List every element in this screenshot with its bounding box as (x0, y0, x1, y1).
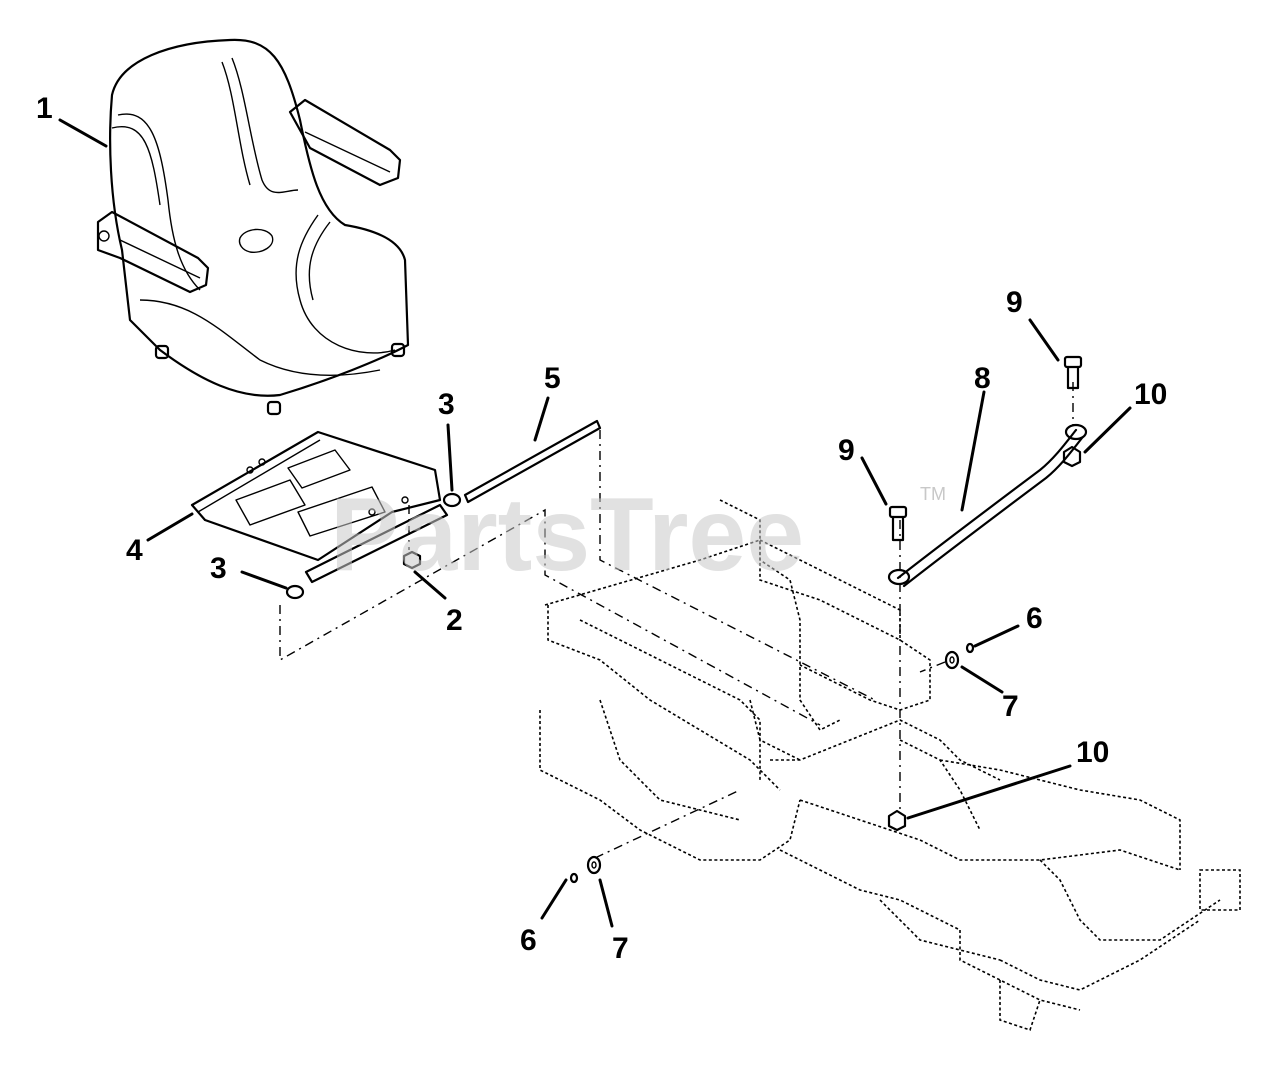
callout-5: 5 (544, 362, 561, 395)
callout-4: 4 (126, 534, 143, 567)
callout-3-lower: 3 (210, 552, 227, 585)
callout-8: 8 (974, 362, 991, 395)
pivot-rod-part (463, 419, 602, 504)
locknut-part (887, 445, 1082, 832)
callout-6-lower: 6 (520, 924, 537, 957)
watermark-brand: PartsTree (330, 477, 804, 593)
seat-part (96, 38, 410, 416)
callout-10-lower: 10 (1076, 736, 1109, 769)
callout-7-right: 7 (1002, 690, 1019, 723)
callout-3-upper: 3 (438, 388, 455, 421)
mower-frame (539, 499, 1241, 1032)
callout-9-right: 9 (1006, 286, 1023, 319)
seat-pan-part (190, 430, 449, 584)
watermark-trademark: TM (920, 484, 946, 504)
link-rod-part (887, 423, 1088, 588)
callout-9-left: 9 (838, 434, 855, 467)
watermark: PartsTree TM (330, 477, 946, 593)
callout-6-right: 6 (1026, 602, 1043, 635)
callout-1: 1 (36, 92, 53, 125)
callout-7-lower: 7 (612, 932, 629, 965)
bolt-part (888, 355, 1083, 542)
leader-lines (58, 118, 1132, 928)
washer-part (569, 642, 975, 884)
bushing-part (285, 492, 462, 600)
callout-labels: 1 2 3 3 4 5 6 6 7 7 8 9 9 10 10 (36, 92, 1167, 965)
callout-2: 2 (446, 604, 463, 637)
assembly-lines (279, 382, 1074, 859)
nut-part (402, 550, 422, 570)
callout-10-upper: 10 (1134, 378, 1167, 411)
